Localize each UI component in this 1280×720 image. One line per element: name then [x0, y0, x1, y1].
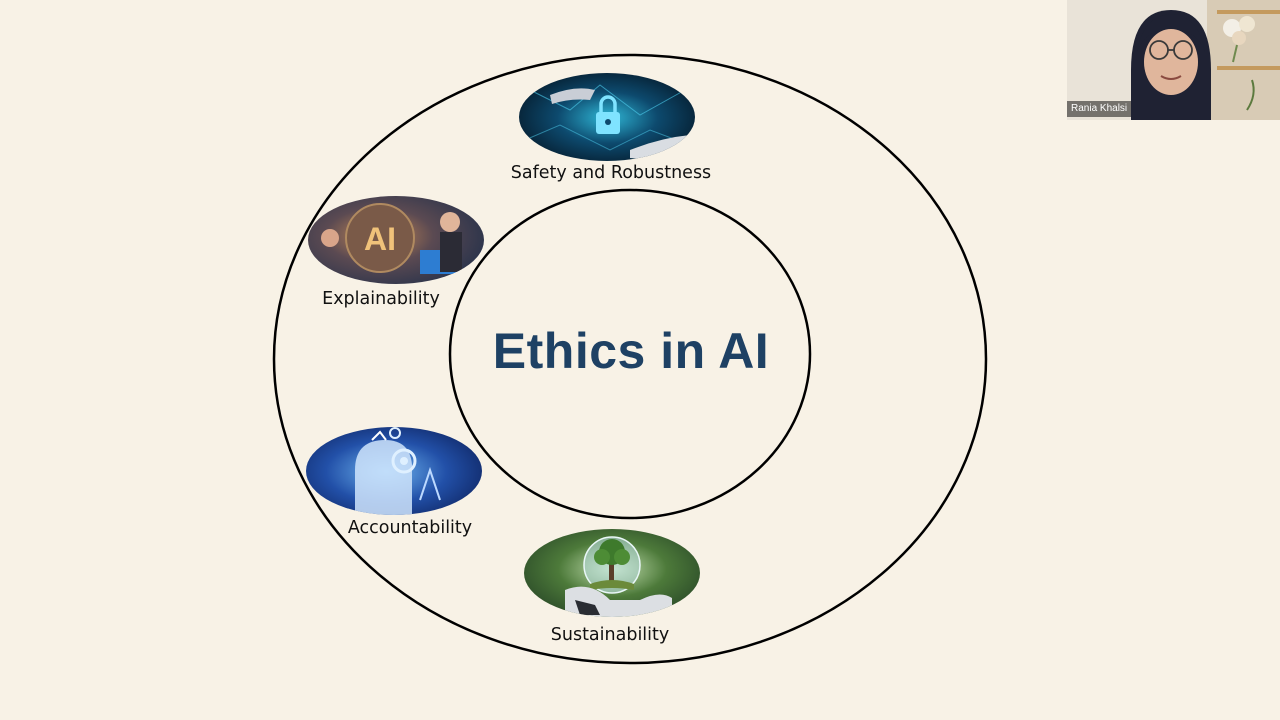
- participant-video-feed: [1067, 0, 1280, 120]
- label-safety-and-robustness: Safety and Robustness: [510, 163, 712, 183]
- tree-in-globe-image-icon: [524, 529, 700, 617]
- label-accountability: Accountability: [347, 518, 473, 538]
- security-lock-image-icon: [519, 73, 695, 161]
- label-explainability: Explainability: [322, 289, 440, 309]
- label-sustainability: Sustainability: [550, 625, 670, 645]
- inner-circle: [448, 188, 812, 520]
- robot-head-gears-image-icon: [306, 427, 482, 515]
- outer-circle: [272, 53, 988, 665]
- ai-brain-image-icon: AI: [308, 196, 484, 284]
- participant-name-label: Rania Khalsi: [1067, 101, 1132, 117]
- center-title: Ethics in AI: [492, 323, 770, 379]
- svg-text:AI: AI: [364, 221, 396, 257]
- participant-video-tile[interactable]: Rania Khalsi: [1067, 0, 1280, 120]
